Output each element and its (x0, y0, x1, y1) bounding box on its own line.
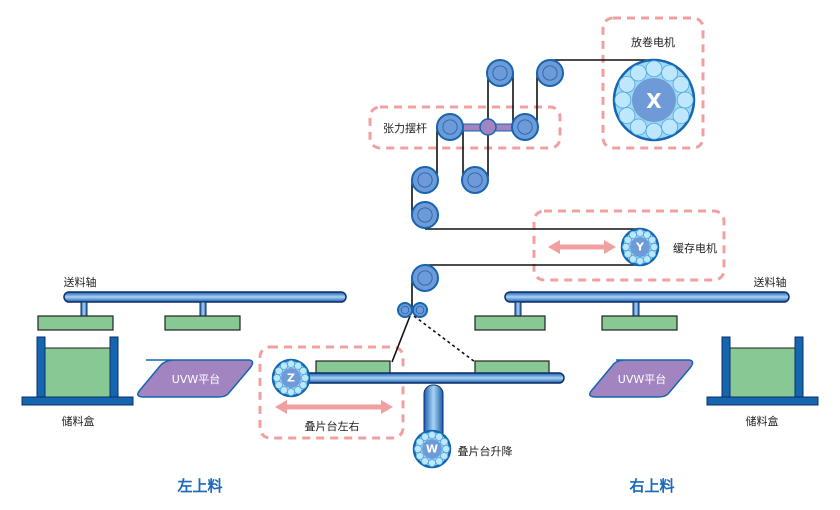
feed-axis-left-label: 送料轴 (64, 275, 97, 289)
stack-table-lift-label: 叠片台升降 (458, 444, 513, 458)
uvw-platform-right (589, 359, 694, 398)
unwind-motor-label: 放卷电机 (631, 35, 675, 49)
stack-table-lr-box (258, 345, 405, 440)
storage-box-right-label: 储料盒 (746, 414, 779, 428)
uvw-right-label: UVW平台 (618, 372, 666, 386)
roller (411, 264, 439, 292)
roller (486, 59, 514, 87)
stack-table (289, 360, 565, 442)
double-arrow-icon (548, 240, 616, 254)
stack-table-lr-label: 叠片台左右 (305, 419, 360, 433)
unwind-motor-box (601, 16, 705, 150)
storage-box-left-label: 储料盒 (62, 414, 95, 428)
motor-x-letter: X (646, 89, 662, 113)
storage-box-right (706, 336, 819, 406)
left-loading-title: 左上料 (176, 477, 222, 495)
right-loading-title: 右上料 (629, 477, 674, 495)
motor-y-letter: Y (635, 241, 645, 254)
motors-lower: ZW (271, 358, 452, 469)
roller (511, 113, 539, 141)
motor-w-letter: W (426, 443, 438, 456)
motor-x: X (612, 58, 696, 142)
buffer-motor-label: 缓存电机 (673, 241, 717, 255)
tension-arm-pivot (479, 118, 497, 136)
uvw-platform-left (137, 359, 254, 398)
feed-axis-right-label: 送料轴 (754, 275, 787, 289)
roller (412, 302, 428, 318)
roller (436, 113, 464, 141)
feed-axis-left (37, 291, 347, 331)
roller (461, 166, 489, 194)
tension-arm-box (368, 105, 562, 150)
double-arrow-icon (275, 400, 393, 414)
storage-box-left (21, 336, 134, 406)
motor-y: Y (620, 227, 660, 267)
roller (536, 59, 564, 87)
feed-axis-right (474, 291, 790, 331)
rollers (397, 59, 564, 318)
buffer-motor-box (532, 209, 726, 282)
roller (397, 302, 413, 318)
motor-w: W (412, 429, 452, 469)
motor-z-letter: Z (287, 372, 295, 385)
motor-z: Z (271, 358, 311, 398)
uvw-left-label: UVW平台 (172, 372, 220, 386)
motors-upper: XY (612, 58, 696, 267)
tension-arm-label: 张力摆杆 (383, 121, 427, 135)
roller (411, 201, 439, 229)
roller (411, 166, 439, 194)
